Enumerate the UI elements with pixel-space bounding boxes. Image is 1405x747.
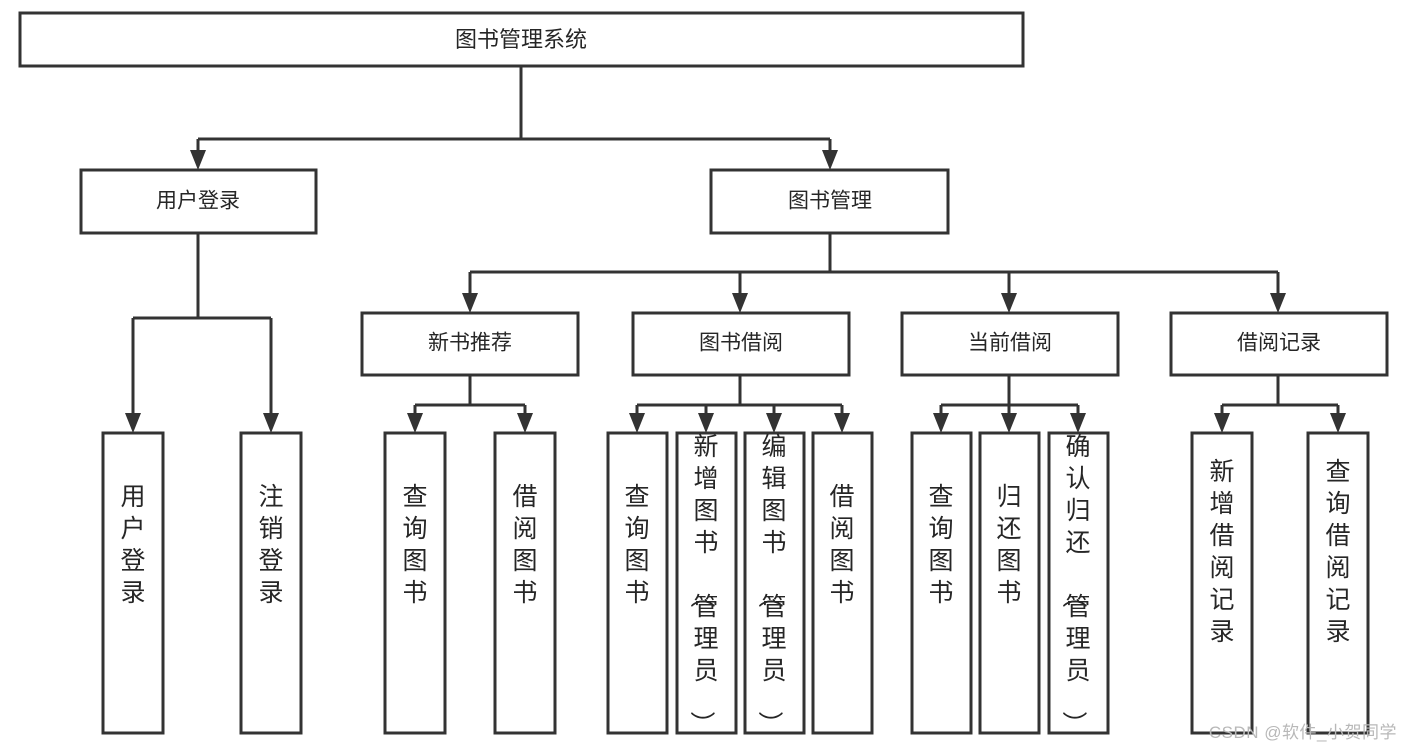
leaf-logout-box[interactable] (239, 431, 303, 735)
leaf-query-record[interactable]: 查询借阅记录 (1306, 431, 1370, 735)
arrowhead-bb-leaf-2 (698, 413, 714, 433)
leaf-add-record[interactable]: 新增借阅记录 (1190, 431, 1254, 735)
arrowhead-current-borrow (1001, 293, 1017, 313)
leaf-query-book-1-box[interactable] (383, 431, 447, 735)
node-current-borrow[interactable]: 当前借阅 (900, 311, 1120, 377)
leaf-query-book-2-label: 查询图书 (624, 483, 649, 607)
leaf-logout[interactable]: 注销登录 (239, 431, 303, 735)
arrowhead-br-leaf-2 (1330, 413, 1346, 433)
node-current-borrow-label: 当前借阅 (968, 332, 1052, 355)
leaf-query-book-2[interactable]: 查询图书 (606, 431, 669, 735)
arrowhead-user-login (190, 150, 206, 170)
leaf-return-book-box[interactable] (978, 431, 1041, 735)
node-user-login[interactable]: 用户登录 (79, 168, 318, 235)
arrowhead-nbr-leaf-1 (407, 413, 423, 433)
leaf-add-book[interactable]: 新增图书（管理员） (675, 431, 738, 736)
leaf-return-book-label: 归还图书 (996, 483, 1021, 607)
node-current-borrow-box[interactable] (900, 311, 1120, 377)
leaf-confirm-return-label: 确认归还（管理员） (1059, 433, 1090, 736)
leaf-logout-label: 注销登录 (258, 483, 283, 607)
leaf-query-book-3[interactable]: 查询图书 (910, 431, 973, 735)
leaf-add-book-label: 新增图书（管理员） (687, 433, 718, 736)
arrowhead-br-leaf-1 (1214, 413, 1230, 433)
leaf-query-book-1[interactable]: 查询图书 (383, 431, 447, 735)
leaf-borrow-book-2-label: 借阅图书 (829, 483, 854, 607)
leaf-borrow-book-1-box[interactable] (493, 431, 557, 735)
arrowhead-leaf-logout (263, 413, 279, 433)
leaf-borrow-book-2-box[interactable] (811, 431, 874, 735)
leaf-user-login-box[interactable] (101, 431, 165, 735)
node-book-borrow-box[interactable] (631, 311, 851, 377)
node-book-manage-box[interactable] (709, 168, 950, 235)
node-book-manage[interactable]: 图书管理 (709, 168, 950, 235)
leaf-query-record-label: 查询借阅记录 (1325, 458, 1350, 646)
leaf-confirm-return-box[interactable] (1047, 431, 1110, 735)
arrowhead-new-book-rec (462, 293, 478, 313)
leaf-user-login-label: 用户登录 (120, 483, 145, 607)
node-book-manage-label: 图书管理 (788, 190, 872, 213)
leaf-edit-book-box[interactable] (743, 431, 806, 735)
node-borrow-record-box[interactable] (1169, 311, 1389, 377)
leaf-query-book-3-label: 查询图书 (928, 483, 953, 607)
leaf-add-record-label: 新增借阅记录 (1209, 458, 1234, 646)
node-book-borrow-label: 图书借阅 (699, 332, 783, 355)
leaf-query-book-1-label: 查询图书 (402, 483, 427, 607)
node-root-box[interactable] (18, 11, 1025, 68)
arrowhead-book-manage (822, 150, 838, 170)
arrowhead-leaf-user-login (125, 413, 141, 433)
leaf-add-book-box[interactable] (675, 431, 738, 735)
arrowhead-bb-leaf-1 (629, 413, 645, 433)
node-user-login-label: 用户登录 (156, 190, 240, 213)
node-root[interactable]: 图书管理系统 (18, 11, 1025, 68)
leaf-add-record-box[interactable] (1190, 431, 1254, 735)
arrowhead-book-borrow (732, 293, 748, 313)
leaf-borrow-book-1-label: 借阅图书 (512, 483, 537, 607)
arrowhead-cb-leaf-1 (933, 413, 949, 433)
arrowhead-nbr-leaf-2 (517, 413, 533, 433)
node-root-label: 图书管理系统 (455, 27, 587, 52)
node-user-login-box[interactable] (79, 168, 318, 235)
node-book-borrow[interactable]: 图书借阅 (631, 311, 851, 377)
leaf-borrow-book-1[interactable]: 借阅图书 (493, 431, 557, 735)
node-borrow-record[interactable]: 借阅记录 (1169, 311, 1389, 377)
arrowhead-cb-leaf-2 (1001, 413, 1017, 433)
node-borrow-record-label: 借阅记录 (1237, 332, 1321, 355)
arrowhead-cb-leaf-3 (1070, 413, 1086, 433)
node-new-book-rec[interactable]: 新书推荐 (360, 311, 580, 377)
leaf-query-record-box[interactable] (1306, 431, 1370, 735)
node-new-book-rec-label: 新书推荐 (428, 332, 512, 355)
leaf-edit-book[interactable]: 编辑图书（管理员） (743, 431, 806, 736)
leaf-return-book[interactable]: 归还图书 (978, 431, 1041, 735)
leaf-query-book-3-box[interactable] (910, 431, 973, 735)
leaf-query-book-2-box[interactable] (606, 431, 669, 735)
node-new-book-rec-box[interactable] (360, 311, 580, 377)
arrowhead-bb-leaf-4 (834, 413, 850, 433)
leaf-edit-book-label: 编辑图书（管理员） (755, 433, 786, 736)
leaf-user-login[interactable]: 用户登录 (101, 431, 165, 735)
connector-layer (125, 66, 1346, 433)
arrowhead-borrow-record (1270, 293, 1286, 313)
leaf-borrow-book-2[interactable]: 借阅图书 (811, 431, 874, 735)
arrowhead-bb-leaf-3 (766, 413, 782, 433)
leaf-confirm-return[interactable]: 确认归还（管理员） (1047, 431, 1110, 736)
